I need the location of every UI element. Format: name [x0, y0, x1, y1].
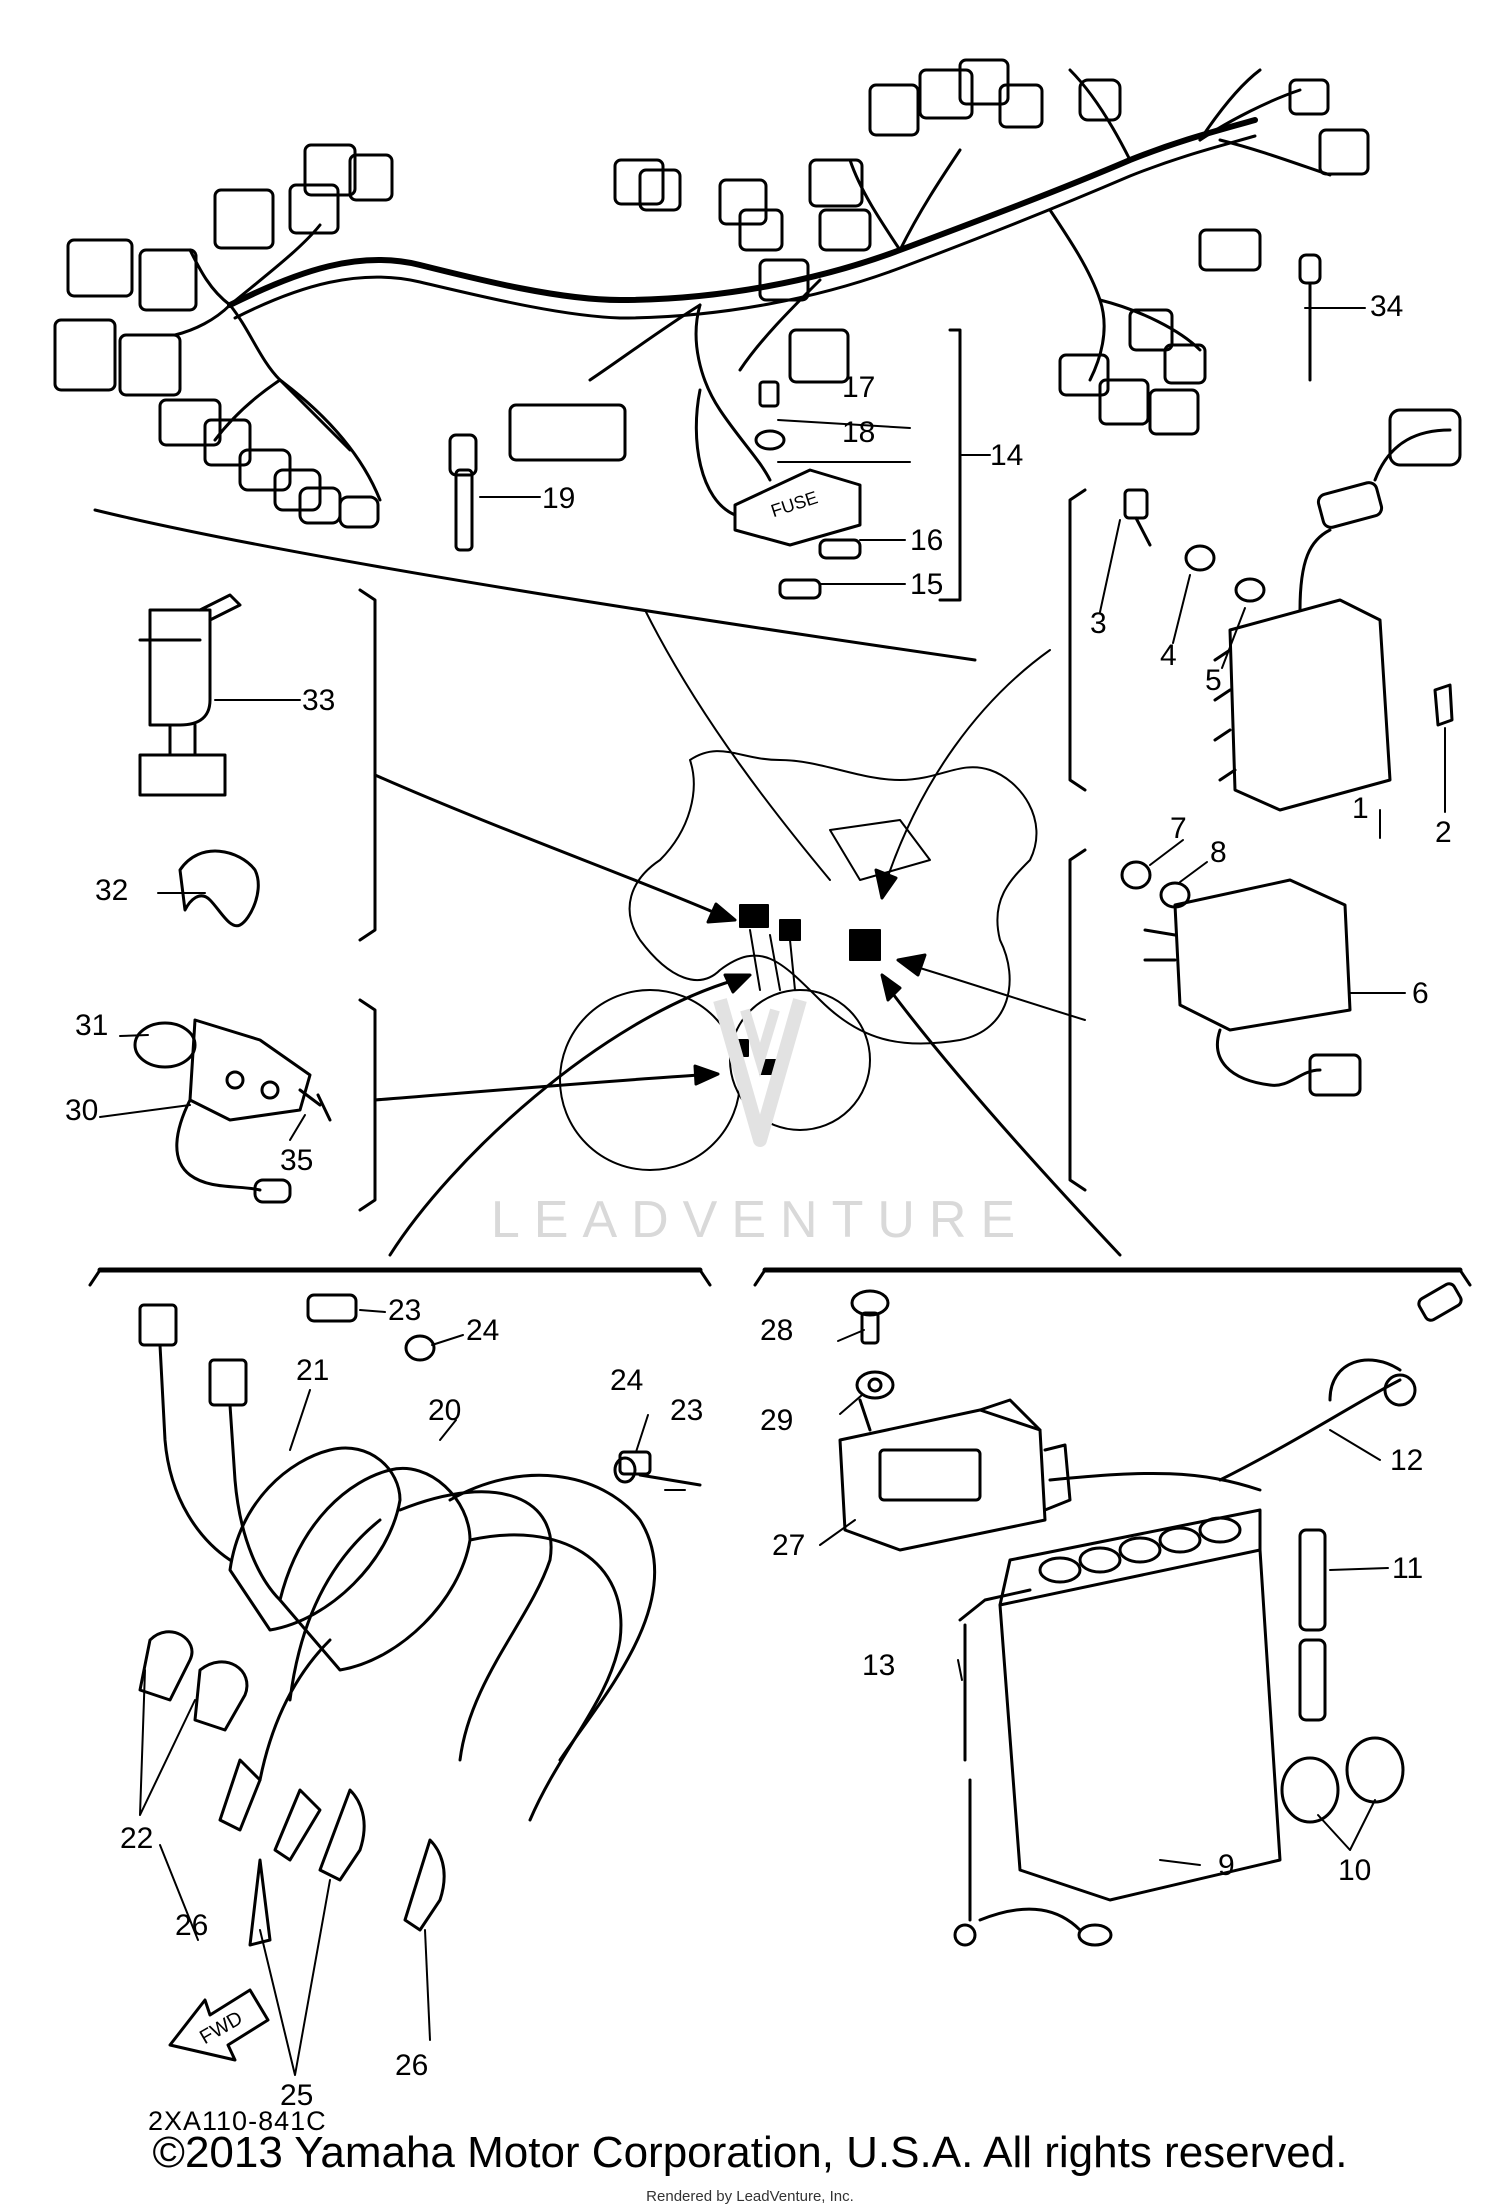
callout-35: 35: [280, 1144, 313, 1177]
callout-22: 22: [120, 1822, 153, 1855]
callout-8: 8: [1210, 836, 1227, 869]
callout-30: 30: [65, 1094, 98, 1127]
callout-21: 21: [296, 1354, 329, 1387]
callout-12: 12: [1390, 1444, 1423, 1477]
callout-24a: 24: [466, 1314, 499, 1347]
callout-23b: 23: [670, 1394, 703, 1427]
callout-18: 18: [842, 416, 875, 449]
callout-31: 31: [75, 1009, 108, 1042]
figure-code: 2XA110-841C: [148, 2106, 327, 2136]
callout-20: 20: [428, 1394, 461, 1427]
watermark-logo-icon: [713, 998, 807, 1147]
neutral-switch: [133, 1018, 332, 1204]
callout-27: 27: [772, 1529, 805, 1562]
callout-6: 6: [1412, 977, 1429, 1010]
callout-26a: 26: [175, 1909, 208, 1942]
callout-4: 4: [1160, 639, 1177, 672]
wire-harness: FUSE: [53, 58, 1370, 602]
callout-16: 16: [910, 524, 943, 557]
callout-numbers: 1 2 3 4 5 6 7 8 9 10 11 12 13 14 15 16 1…: [65, 290, 1452, 2136]
callout-19: 19: [542, 482, 575, 515]
callout-32: 32: [95, 874, 128, 907]
copyright-notice: ©2013 Yamaha Motor Corporation, U.S.A. A…: [152, 2128, 1348, 2177]
rendered-by-note: Rendered by LeadVenture, Inc.: [646, 2188, 854, 2205]
fuse-label: FUSE: [768, 487, 820, 521]
callout-33: 33: [302, 684, 335, 717]
callout-13: 13: [862, 1649, 895, 1682]
fwd-label: FWD: [196, 2007, 246, 2049]
callout-15: 15: [910, 568, 943, 601]
callout-34: 34: [1370, 290, 1403, 323]
callout-10: 10: [1338, 1854, 1371, 1887]
ignition-coils: [138, 1293, 702, 1947]
callout-29: 29: [760, 1404, 793, 1437]
watermark-text: LEADVENTURE: [490, 1191, 1030, 1249]
leader-lines: [88, 488, 1472, 1287]
callout-9: 9: [1218, 1849, 1235, 1882]
callout-7: 7: [1170, 812, 1187, 845]
callout-2: 2: [1435, 816, 1452, 849]
callout-26b: 26: [395, 2049, 428, 2082]
callout-24b: 24: [610, 1364, 643, 1397]
callout-25: 25: [280, 2079, 313, 2112]
callout-23a: 23: [388, 1294, 421, 1327]
callout-28: 28: [760, 1314, 793, 1347]
sidestand-switch: [138, 593, 260, 928]
callout-11: 11: [1392, 1552, 1423, 1585]
fwd-arrow: FWD: [168, 1988, 270, 2062]
callout-1: 1: [1352, 792, 1369, 825]
callout-14: 14: [990, 439, 1023, 472]
regulator: [1123, 408, 1462, 812]
callout-3: 3: [1090, 607, 1107, 640]
callout-5: 5: [1205, 664, 1222, 697]
callout-17: 17: [842, 371, 875, 404]
starter-relay: [1120, 860, 1362, 1097]
battery-assembly: [838, 1282, 1463, 1947]
callout-leaders: [99, 307, 1446, 2076]
